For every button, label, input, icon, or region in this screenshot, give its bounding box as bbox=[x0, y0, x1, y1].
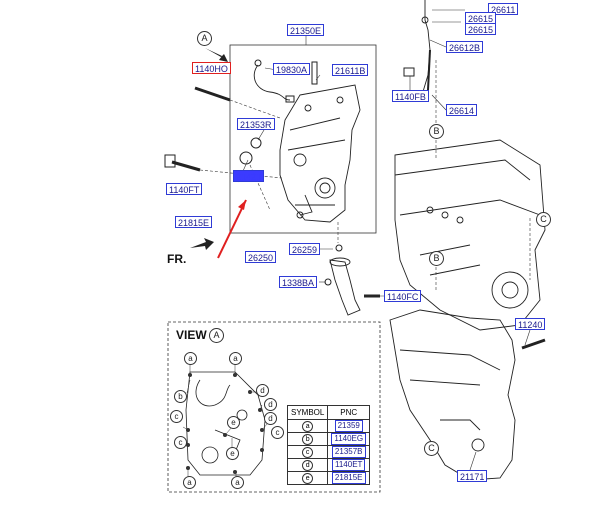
marker-b-top: B bbox=[429, 124, 444, 139]
table-row: c 21357B bbox=[286, 445, 371, 459]
view-callout-a1: a bbox=[184, 352, 197, 365]
part-label-21815E[interactable]: 21815E bbox=[175, 216, 213, 228]
table-row: b 1140EG bbox=[286, 432, 371, 446]
part-label-26612B[interactable]: 26612B bbox=[446, 41, 484, 53]
pnc-link[interactable]: 21815E bbox=[331, 472, 366, 484]
symbol-d: d bbox=[302, 459, 314, 471]
view-title: VIEW bbox=[176, 328, 207, 342]
part-label-21350E[interactable]: 21350E bbox=[287, 24, 325, 36]
symbol-table: SYMBOL PNC a 21359 b 1140EG c 21357B d 1… bbox=[286, 405, 371, 485]
view-bolts bbox=[186, 373, 264, 474]
pnc-link[interactable]: 21359 bbox=[334, 420, 363, 432]
detail-frame bbox=[229, 44, 377, 234]
part-label-19830A[interactable]: 19830A bbox=[273, 63, 311, 75]
view-callout-d3: d bbox=[264, 412, 277, 425]
timing-cover bbox=[279, 84, 361, 223]
pnc-link[interactable]: 21357B bbox=[331, 446, 366, 458]
table-row: e 21815E bbox=[286, 471, 371, 485]
part-label-21353R[interactable]: 21353R bbox=[237, 118, 275, 130]
view-cover bbox=[185, 371, 266, 476]
pnc-header: PNC bbox=[327, 405, 371, 420]
part-label-26259[interactable]: 26259 bbox=[289, 243, 321, 255]
part-label-1140FC[interactable]: 1140FC bbox=[384, 290, 422, 302]
marker-a-top: A bbox=[197, 31, 212, 46]
view-callout-c3: c bbox=[271, 426, 284, 439]
view-callout-c1: c bbox=[170, 410, 183, 423]
view-callout-a3: a bbox=[183, 476, 196, 489]
dipstick bbox=[421, 0, 431, 96]
part-label-26250[interactable]: 26250 bbox=[245, 251, 277, 263]
view-callout-c2: c bbox=[174, 436, 187, 449]
marker-b-mid: B bbox=[429, 251, 444, 266]
view-frame bbox=[167, 321, 381, 493]
sensor-wire bbox=[253, 64, 291, 101]
view-callout-a2: a bbox=[229, 352, 242, 365]
symbol-b: b bbox=[302, 433, 314, 445]
part-label-21171[interactable]: 21171 bbox=[457, 470, 488, 482]
front-label: FR. bbox=[167, 252, 187, 266]
part-label-1140FB[interactable]: 1140FB bbox=[392, 90, 429, 102]
view-callout-d1: d bbox=[256, 384, 269, 397]
oil-pan bbox=[389, 309, 516, 481]
part-label-1140FT[interactable]: 1140FT bbox=[166, 183, 203, 195]
view-callout-e1: e bbox=[227, 416, 240, 429]
front-arrow bbox=[190, 238, 214, 250]
symbol-e: e bbox=[302, 472, 314, 484]
table-row: d 1140ET bbox=[286, 458, 371, 472]
table-row: a 21359 bbox=[286, 419, 371, 433]
part-label-21611B[interactable]: 21611B bbox=[332, 64, 369, 76]
view-marker: A bbox=[209, 328, 224, 343]
pnc-link[interactable]: 1140EG bbox=[331, 433, 367, 445]
view-callout-e2: e bbox=[226, 447, 239, 460]
marker-c-bottom: C bbox=[424, 441, 439, 456]
marker-c-right: C bbox=[536, 212, 551, 227]
red-arrow bbox=[217, 199, 247, 259]
view-callout-a4: a bbox=[231, 476, 244, 489]
pnc-link[interactable]: 1140ET bbox=[332, 459, 366, 471]
symbol-c: c bbox=[302, 446, 314, 458]
oil-strainer bbox=[329, 257, 361, 316]
view-arrow bbox=[205, 48, 228, 62]
part-label-21421[interactable]: 21421 bbox=[233, 170, 265, 182]
part-label-11240[interactable]: 11240 bbox=[515, 318, 546, 330]
part-label-26615b[interactable]: 26615 bbox=[465, 23, 497, 35]
part-label-26614[interactable]: 26614 bbox=[446, 104, 478, 116]
view-callout-d2: d bbox=[264, 398, 277, 411]
part-label-1338BA[interactable]: 1338BA bbox=[279, 276, 318, 288]
symbol-header: SYMBOL bbox=[286, 405, 329, 420]
part-label-1140HO[interactable]: 1140HO bbox=[192, 62, 231, 74]
symbol-a: a bbox=[302, 420, 314, 432]
view-callout-b1: b bbox=[174, 390, 187, 403]
